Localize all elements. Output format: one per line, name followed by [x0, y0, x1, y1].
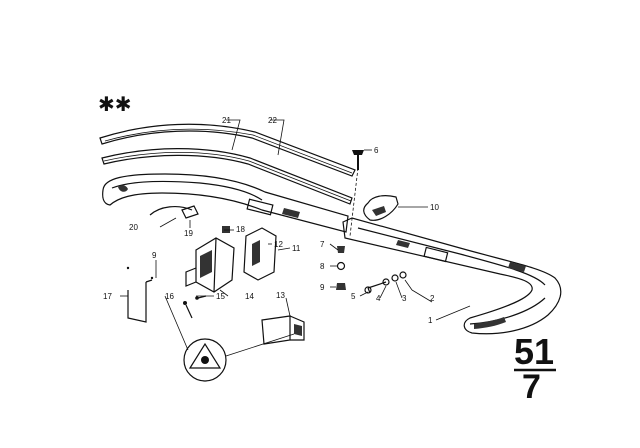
part-18 — [222, 226, 230, 233]
callout-1: 1 — [428, 316, 433, 325]
bolt-6 — [352, 150, 364, 170]
callout-9-right: 9 — [320, 283, 325, 292]
washer-3 — [391, 274, 399, 282]
nut-9 — [336, 283, 346, 290]
callout-3: 3 — [402, 294, 407, 303]
callout-6: 6 — [374, 146, 379, 155]
screw-15 — [185, 304, 193, 319]
callout-4: 4 — [376, 294, 381, 303]
callout-2: 2 — [430, 294, 435, 303]
spacer-7 — [337, 246, 345, 253]
callout-19: 19 — [184, 229, 193, 238]
corner-piece — [363, 195, 399, 221]
callout-10: 10 — [430, 203, 439, 212]
rubber-strip — [99, 123, 356, 177]
callout-8: 8 — [320, 262, 325, 271]
callout-14: 14 — [245, 292, 254, 301]
wire-20 — [149, 205, 193, 216]
bumper-left-section — [102, 173, 349, 233]
washer-4 — [382, 278, 390, 286]
bumper-right-section — [342, 217, 562, 335]
callout-17: 17 — [103, 292, 112, 301]
bracket-12 — [243, 227, 277, 281]
callout-12: 12 — [274, 240, 283, 249]
callout-5: 5 — [351, 292, 356, 301]
detail-circle — [183, 338, 227, 382]
group-number: 51 — [514, 331, 554, 372]
callout-7: 7 — [320, 240, 325, 249]
washer-8 — [336, 261, 346, 271]
clip-19 — [181, 205, 199, 219]
callout-20: 20 — [129, 223, 138, 232]
callout-13: 13 — [276, 291, 285, 300]
header-marker: ✱✱ — [98, 92, 132, 116]
callout-9-left: 9 — [152, 251, 157, 260]
rod-17 — [127, 282, 147, 323]
callout-15: 15 — [216, 292, 225, 301]
callout-21: 21 — [222, 116, 231, 125]
callout-11: 11 — [292, 244, 301, 253]
callout-16: 16 — [165, 292, 174, 301]
page-number: 7 — [522, 368, 541, 406]
trim-molding — [101, 148, 353, 205]
callout-18: 18 — [236, 225, 245, 234]
callout-22: 22 — [268, 116, 277, 125]
